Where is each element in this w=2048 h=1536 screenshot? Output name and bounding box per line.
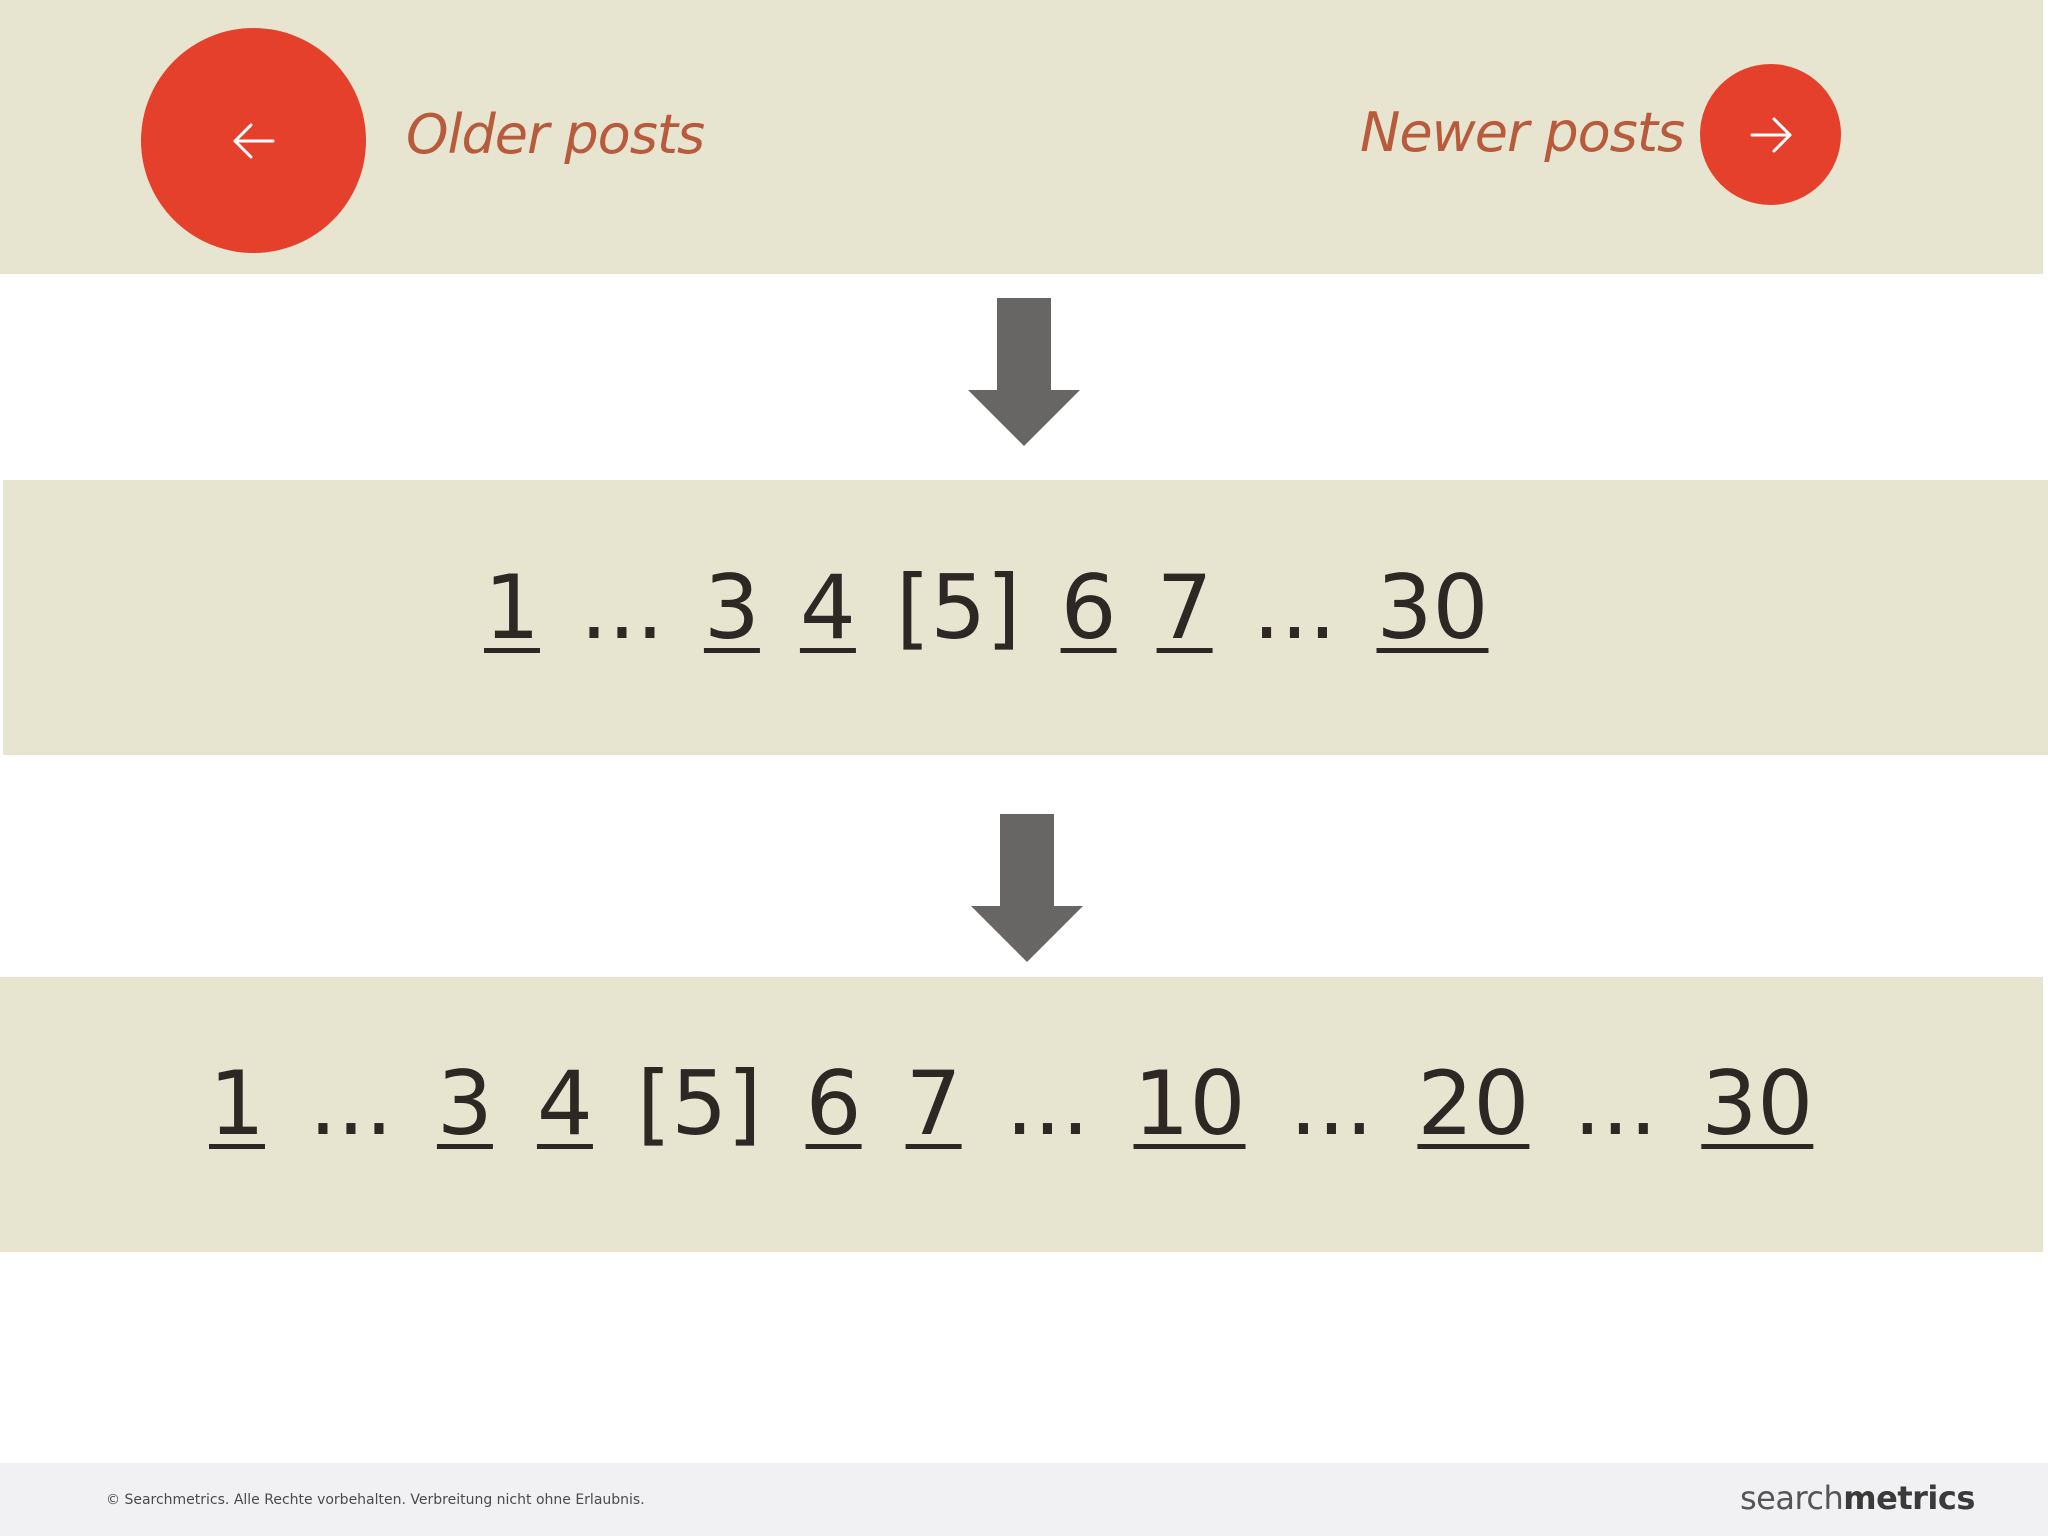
page-link-20[interactable]: 20 (1417, 1052, 1530, 1155)
searchmetrics-logo: searchmetrics (1740, 1479, 1975, 1517)
page-link-30[interactable]: 30 (1376, 556, 1489, 659)
pagination-ellipsis: ... (309, 1052, 393, 1155)
page-link-4[interactable]: 4 (536, 1052, 593, 1155)
older-posts-link[interactable]: Older posts (406, 103, 705, 166)
newer-posts-button[interactable] (1700, 64, 1841, 205)
logo-text-light: search (1740, 1479, 1844, 1517)
logo-text-bold: metrics (1843, 1479, 1975, 1517)
post-navigation-bar: Older posts Newer posts (0, 0, 2043, 274)
pagination-ellipsis: ... (1252, 556, 1337, 659)
page-link-4[interactable]: 4 (799, 556, 856, 659)
page-link-6[interactable]: 6 (805, 1052, 862, 1155)
page-link-3[interactable]: 3 (703, 556, 760, 659)
page-link-10[interactable]: 10 (1133, 1052, 1246, 1155)
pagination-ellipsis: ... (1289, 1052, 1374, 1155)
pagination-ellipsis: ... (1005, 1052, 1090, 1155)
newer-posts-link[interactable]: Newer posts (1360, 101, 1685, 164)
arrow-right-icon (1750, 117, 1791, 152)
page-link-30[interactable]: 30 (1701, 1052, 1814, 1155)
down-arrow-icon (971, 814, 1083, 962)
page-link-1[interactable]: 1 (484, 556, 540, 659)
copyright-notice: © Searchmetrics. Alle Rechte vorbehalten… (106, 1492, 645, 1508)
current-page-indicator: [5] (895, 556, 1021, 659)
current-page-indicator: [5] (636, 1052, 762, 1155)
page-link-3[interactable]: 3 (436, 1052, 493, 1155)
page-link-6[interactable]: 6 (1060, 556, 1117, 659)
page-link-7[interactable]: 7 (1156, 556, 1213, 659)
older-posts-button[interactable] (141, 28, 366, 253)
page-link-7[interactable]: 7 (905, 1052, 962, 1155)
down-arrow-icon (968, 298, 1080, 446)
footer: © Searchmetrics. Alle Rechte vorbehalten… (0, 1463, 2048, 1536)
pagination-ellipsis: ... (1573, 1052, 1658, 1155)
arrow-left-icon (233, 123, 274, 158)
pagination-extended-bar (0, 977, 2043, 1252)
page-link-1[interactable]: 1 (209, 1052, 265, 1155)
pagination-simple-bar (3, 480, 2048, 755)
pagination-ellipsis: ... (580, 556, 664, 659)
